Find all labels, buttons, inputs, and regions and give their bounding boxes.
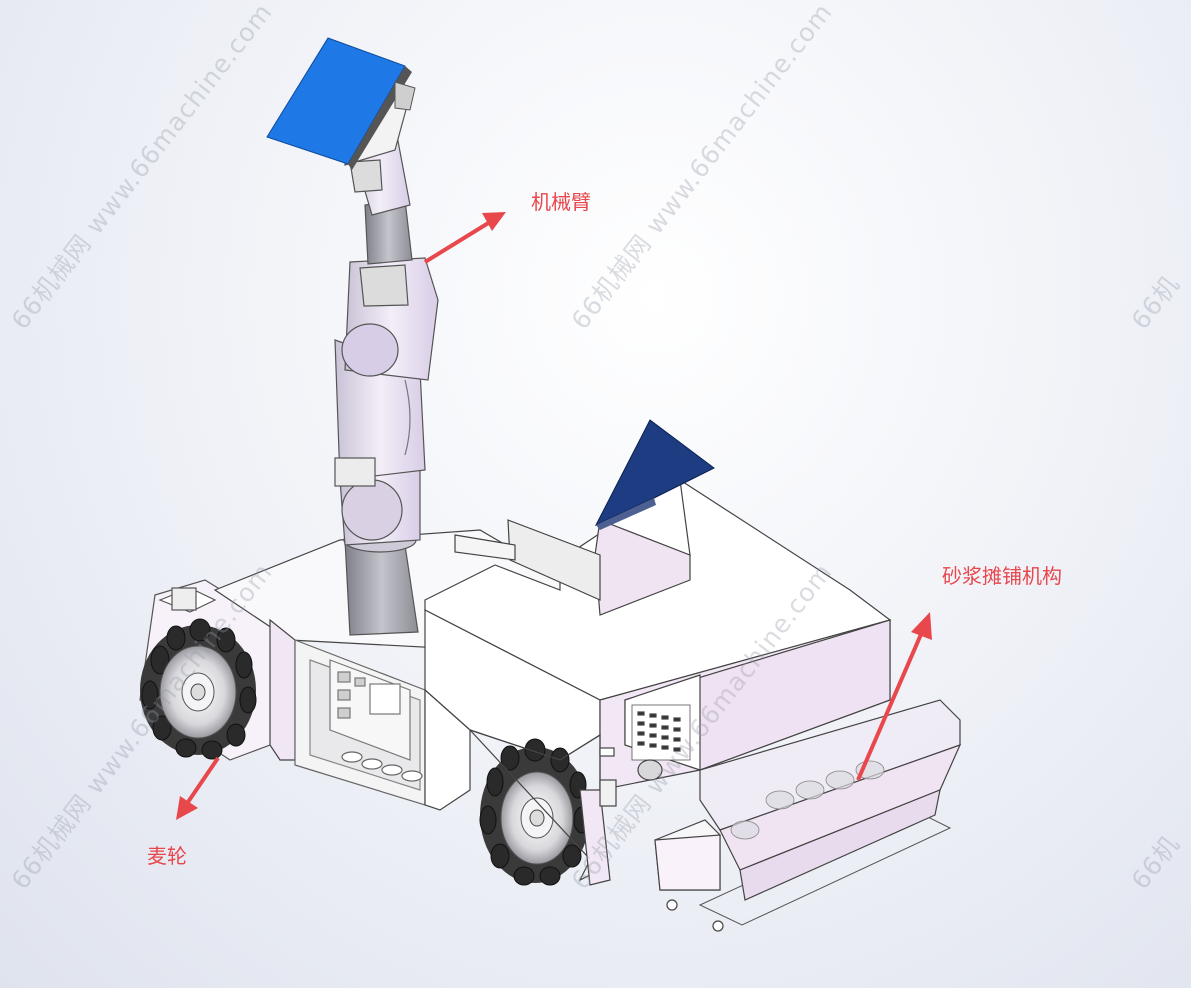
annotation-arrows <box>176 212 932 820</box>
right-mecanum-wheel <box>479 738 591 886</box>
dark-blue-panel <box>594 419 715 530</box>
mortar-arrow <box>856 631 924 781</box>
right-wheel-fender <box>469 729 611 886</box>
robot-arm-arrow <box>423 220 492 264</box>
mortar-spreading-mechanism <box>599 619 962 932</box>
label-mortar-spreading-mechanism: 砂浆摊铺机构 <box>942 564 1062 588</box>
blue-end-effector-panel <box>266 37 416 170</box>
label-mecanum-wheel: 麦轮 <box>147 844 187 868</box>
wheel-arrow <box>184 756 220 807</box>
left-mecanum-wheel <box>140 618 257 760</box>
label-robot-arm: 机械臂 <box>531 190 591 214</box>
robot-arm <box>334 78 439 636</box>
